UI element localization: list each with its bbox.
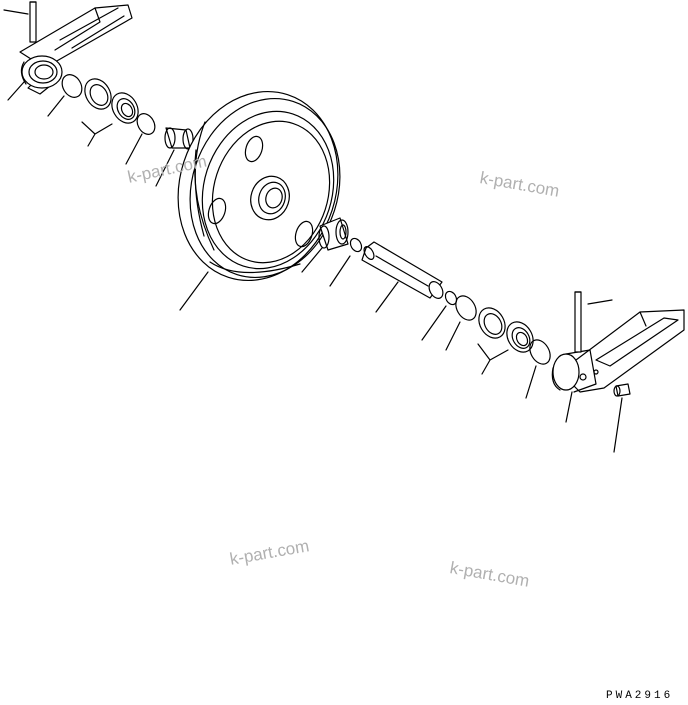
idler-shaft	[361, 241, 444, 299]
o-ring-6	[529, 339, 551, 365]
floating-seal-right-b	[506, 321, 534, 353]
leader-bracket	[477, 343, 509, 375]
floating-seal-right-a	[478, 307, 506, 339]
o-ring-4	[444, 290, 458, 306]
leader-line	[375, 281, 399, 313]
leader-line	[47, 95, 65, 117]
o-ring-1	[61, 74, 83, 98]
right-yoke-bracket	[551, 309, 685, 393]
leader-line	[7, 81, 25, 101]
floating-seal-left-b	[111, 92, 139, 124]
right-bolt	[613, 383, 631, 397]
leader-line	[525, 365, 537, 399]
leader-line	[613, 397, 623, 453]
left-yoke-bracket	[19, 4, 133, 95]
floating-seal-left-a	[84, 78, 112, 110]
leader-line	[179, 271, 209, 311]
leader-line	[155, 149, 175, 187]
right-bushing	[318, 217, 349, 251]
o-ring-5	[455, 295, 477, 321]
leader-line	[301, 247, 323, 273]
leader-line	[125, 133, 143, 165]
right-pin	[574, 291, 582, 353]
leader-line	[329, 255, 351, 287]
leader-line	[3, 9, 29, 15]
leader-line	[587, 299, 613, 305]
left-bushing	[164, 127, 194, 150]
leader-line	[565, 391, 573, 423]
leader-bracket	[81, 121, 113, 147]
leader-line	[445, 321, 461, 351]
o-ring-2	[136, 113, 156, 135]
left-pin	[29, 1, 37, 43]
leader-line	[421, 305, 447, 341]
drawing-code: PWA2916	[606, 690, 674, 702]
o-ring-3	[349, 237, 363, 253]
idler-wheel	[177, 90, 341, 282]
